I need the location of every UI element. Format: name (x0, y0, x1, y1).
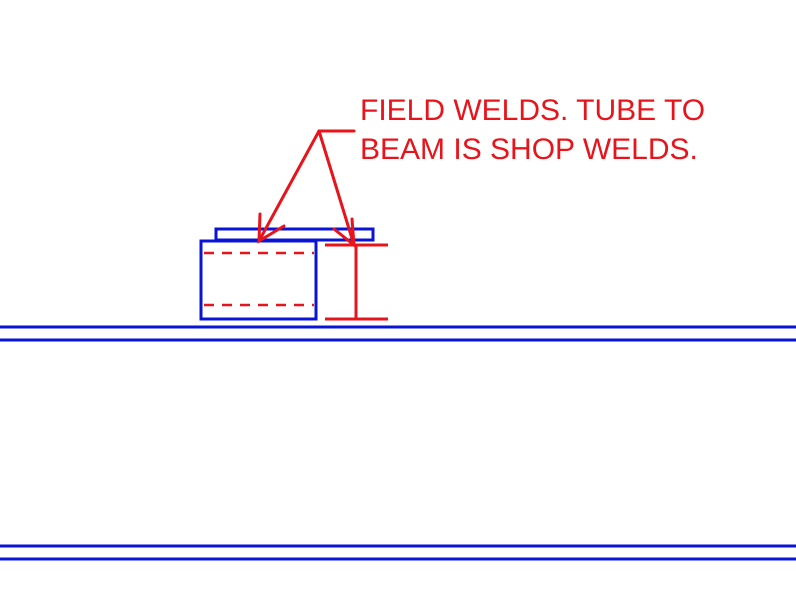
leader-line-right (317, 129, 356, 247)
leader-line-left (257, 129, 321, 243)
cap-plate (214, 227, 375, 242)
lower-beam-flange (0, 544, 796, 561)
arrowhead-left (257, 212, 286, 244)
hidden-lines (204, 251, 314, 307)
note-line-2: BEAM IS SHOP WELDS. (360, 133, 698, 166)
upper-beam-flange (0, 325, 796, 342)
arrowhead-right (332, 217, 356, 249)
note-line-1: FIELD WELDS. TUBE TO (360, 94, 705, 127)
leader-lines (257, 129, 356, 247)
arrowheads (257, 212, 356, 249)
dimension-marker (325, 243, 388, 321)
